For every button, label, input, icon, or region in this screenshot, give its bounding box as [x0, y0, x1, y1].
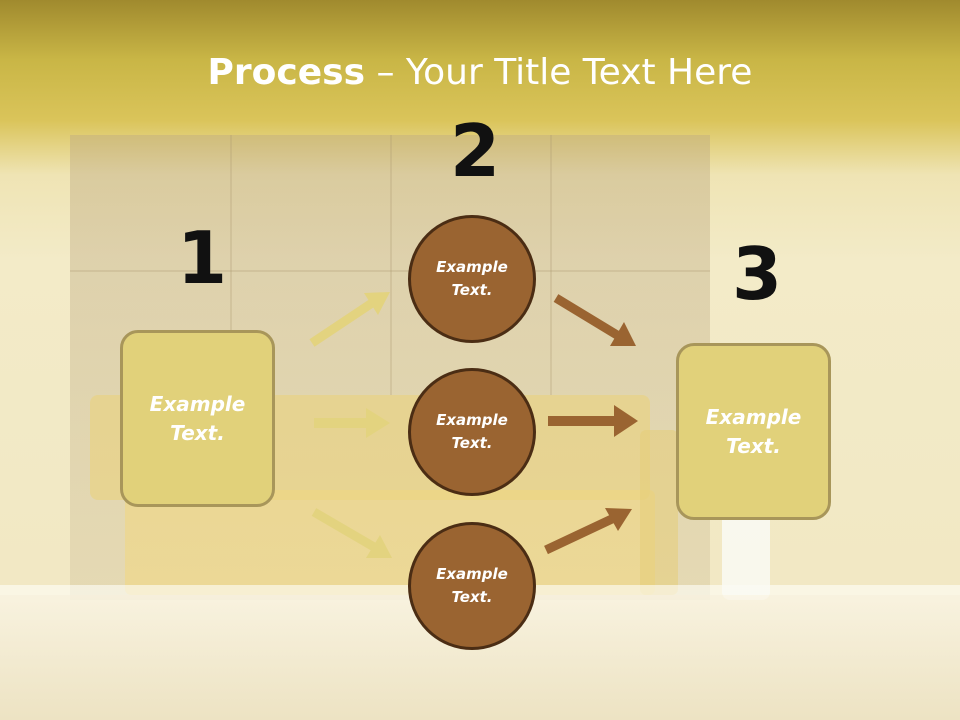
step-2-circle-bottom-text: Example Text. — [436, 564, 508, 606]
arrow-bottom-to-3 — [544, 508, 632, 555]
arrow-1-to-bottom — [311, 508, 392, 558]
title-rest: – Your Title Text Here — [365, 52, 753, 93]
step-1-box: Example Text. — [120, 330, 275, 507]
slide-title: Process – Your Title Text Here — [0, 52, 960, 93]
step-1-text: Example Text. — [149, 391, 246, 445]
step-1-number: 1 — [177, 216, 228, 300]
arrow-1-to-middle — [314, 408, 390, 438]
background-vase — [722, 520, 770, 600]
arrow-1-to-top — [309, 292, 390, 347]
step-2-circle-bottom: Example Text. — [408, 522, 536, 650]
step-2-circle-top: Example Text. — [408, 215, 536, 343]
wall-panel-line — [70, 270, 710, 272]
step-2-number: 2 — [450, 109, 501, 193]
step-2-circle-middle-text: Example Text. — [436, 410, 508, 452]
step-2-circle-top-text: Example Text. — [436, 257, 508, 299]
wall-panel-line — [230, 135, 232, 395]
step-3-number: 3 — [732, 232, 783, 316]
wall-panel-line — [550, 135, 552, 395]
background-sofa-arm — [640, 430, 678, 595]
title-bold: Process — [207, 52, 366, 93]
step-2-circle-middle: Example Text. — [408, 368, 536, 496]
wall-panel-line — [390, 135, 392, 395]
arrow-middle-to-3 — [548, 405, 638, 437]
step-3-text: Example Text. — [705, 404, 802, 458]
step-3-box: Example Text. — [676, 343, 831, 520]
arrow-top-to-3 — [553, 294, 636, 346]
